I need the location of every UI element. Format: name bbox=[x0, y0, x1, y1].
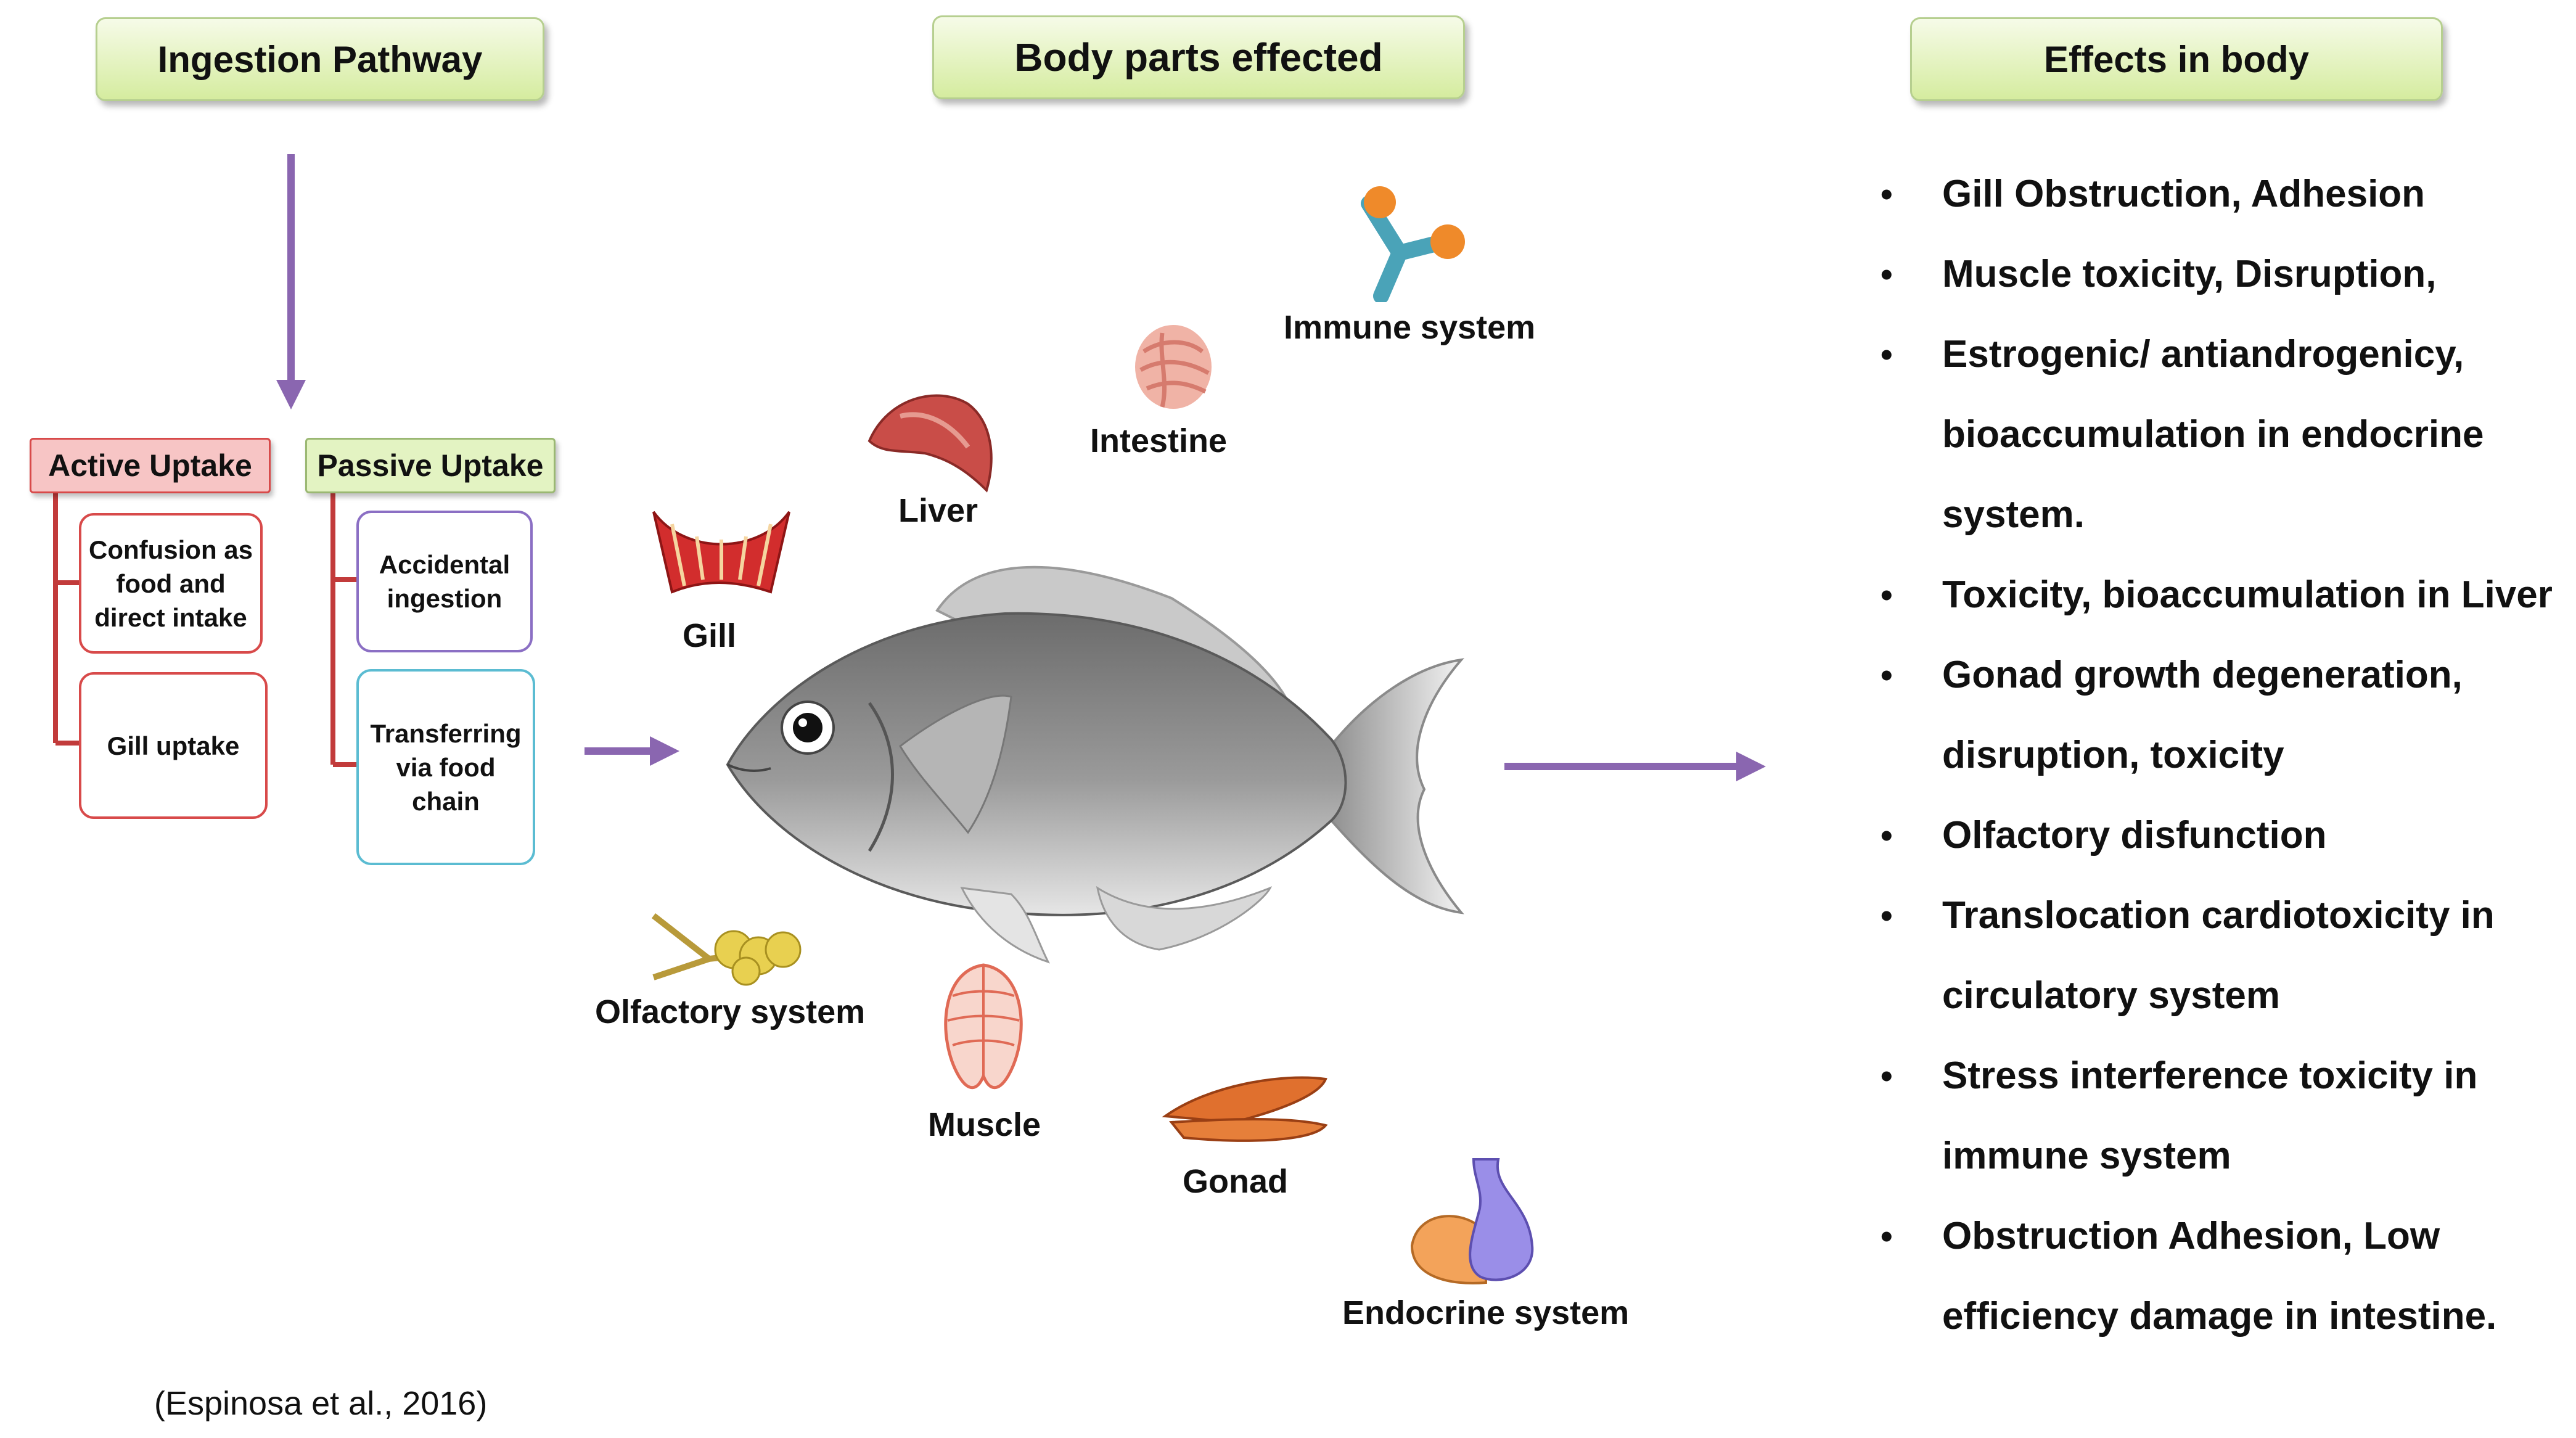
liver-icon bbox=[868, 394, 993, 493]
fish-illustration bbox=[726, 565, 1464, 964]
gonad-icon bbox=[1162, 1076, 1328, 1142]
effect-item: Olfactory disfunction bbox=[1874, 795, 2571, 876]
effect-item: Obstruction Adhesion, Low efficiency dam… bbox=[1874, 1196, 2571, 1357]
effects-list: Gill Obstruction, Adhesion Muscle toxici… bbox=[1874, 154, 2571, 1357]
active-item-confusion: Confusion as food and direct intake bbox=[79, 513, 263, 654]
olfactory-system-icon bbox=[651, 913, 802, 986]
endocrine-system-icon bbox=[1410, 1158, 1534, 1284]
header-ingestion-pathway: Ingestion Pathway bbox=[96, 17, 544, 101]
effect-item: Translocation cardiotoxicity in circulat… bbox=[1874, 876, 2571, 1036]
effect-item: Gill Obstruction, Adhesion bbox=[1874, 154, 2571, 234]
effect-item: Estrogenic/ antiandrogenicy, bioaccumula… bbox=[1874, 314, 2571, 555]
passive-item-food-chain: Transferring via food chain bbox=[356, 669, 535, 865]
liver-label: Liver bbox=[898, 492, 978, 529]
passive-bracket bbox=[330, 492, 356, 767]
header-effects: Effects in body bbox=[1910, 17, 2443, 101]
intestine-icon bbox=[1135, 325, 1212, 409]
gill-label: Gill bbox=[683, 617, 737, 654]
active-bracket bbox=[53, 492, 79, 746]
immune-system-icon bbox=[1361, 186, 1465, 302]
passive-item-accidental: Accidental ingestion bbox=[356, 511, 533, 652]
endocrine-system-label: Endocrine system bbox=[1342, 1294, 1630, 1331]
olfactory-system-label: Olfactory system bbox=[595, 993, 866, 1030]
immune-system-label: Immune system bbox=[1284, 309, 1536, 346]
citation: (Espinosa et al., 2016) bbox=[154, 1385, 488, 1422]
effect-item: Stress interference toxicity in immune s… bbox=[1874, 1036, 2571, 1196]
intestine-label: Intestine bbox=[1090, 422, 1228, 459]
gonad-label: Gonad bbox=[1183, 1163, 1288, 1200]
effect-item: Muscle toxicity, Disruption, bbox=[1874, 234, 2571, 314]
active-uptake-label: Active Uptake bbox=[30, 438, 271, 493]
header-body-parts: Body parts effected bbox=[932, 15, 1465, 99]
passive-uptake-label: Passive Uptake bbox=[305, 438, 556, 493]
effect-item: Gonad growth degeneration, disruption, t… bbox=[1874, 635, 2571, 795]
muscle-icon bbox=[944, 963, 1023, 1090]
gill-icon bbox=[652, 511, 790, 594]
effect-item: Toxicity, bioaccumulation in Liver bbox=[1874, 555, 2571, 635]
active-item-gill-uptake: Gill uptake bbox=[79, 672, 268, 819]
muscle-label: Muscle bbox=[928, 1106, 1041, 1143]
